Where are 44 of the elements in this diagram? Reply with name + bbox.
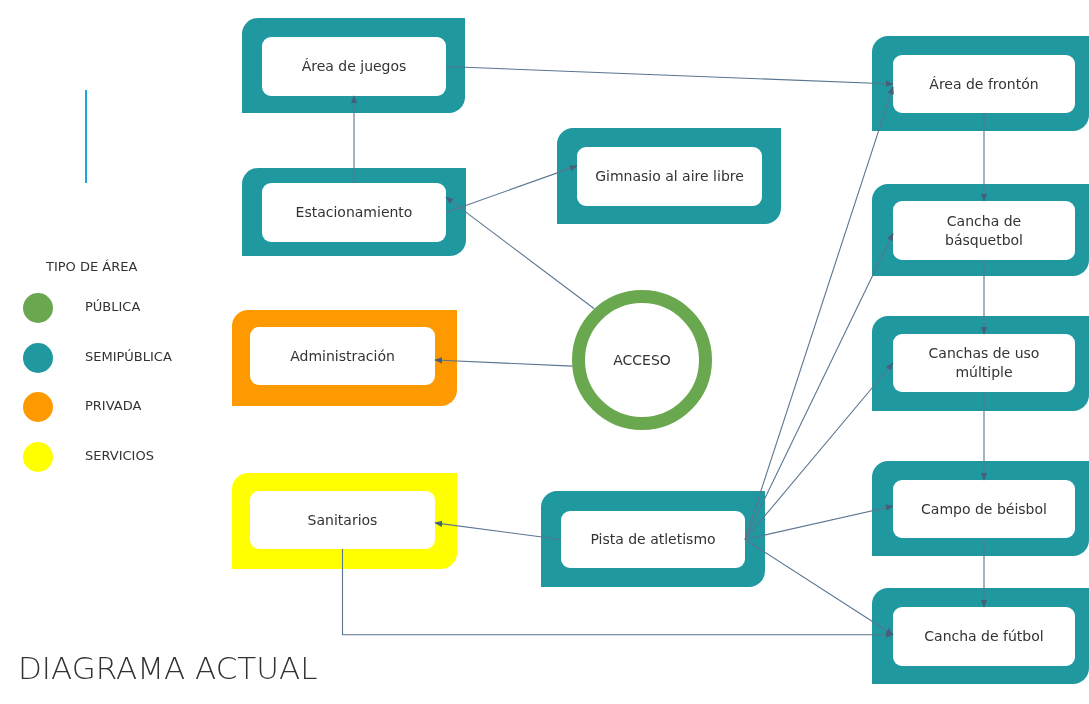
arrow (350, 95, 358, 184)
arrow (980, 391, 988, 481)
legend-label: SERVICIOS (85, 447, 154, 463)
area-box (262, 183, 446, 242)
arrow (445, 65, 894, 87)
arrow (744, 538, 894, 636)
legend-label: PÚBLICA (85, 299, 141, 314)
node-label: Sanitarios (307, 510, 378, 530)
arrow (980, 259, 988, 335)
area-box (577, 147, 762, 206)
node-label: Área de juegos (301, 57, 407, 76)
node-label: Pista de atletismo (590, 530, 716, 549)
area-box (893, 201, 1075, 260)
diagram-title: DIAGRAMA ACTUAL (18, 650, 318, 686)
node-label: Canchas de uso múltiple (927, 344, 1041, 382)
arrow (980, 112, 988, 202)
area-box (893, 480, 1075, 538)
arrow (445, 196, 595, 310)
area-box (893, 55, 1075, 113)
node-label: ACCESO (613, 350, 671, 370)
legend-title: TIPO DE ÁREA (46, 259, 138, 274)
legend-label: SEMIPÚBLICA (85, 348, 172, 364)
node-label: Campo de béisbol (921, 499, 1047, 519)
node-label: Área de frontón (929, 74, 1039, 94)
area-box (561, 511, 745, 568)
arrow (980, 537, 988, 608)
arrow (445, 165, 578, 214)
node-label: Cancha de básquetbol (944, 211, 1024, 250)
area-box (893, 334, 1075, 392)
arrow (341, 548, 894, 638)
area-box (250, 327, 435, 385)
node-label: Cancha de fútbol (924, 627, 1044, 646)
arrow (434, 357, 573, 367)
arrow (744, 504, 894, 541)
area-box (250, 491, 435, 549)
node-label: Gimnasio al aire libre (595, 167, 744, 186)
area-box (893, 607, 1075, 666)
legend-label: PRIVADA (85, 398, 142, 413)
arrow (434, 520, 562, 541)
arrow (744, 362, 894, 541)
arrow (744, 232, 894, 541)
node-label: Estacionamiento (295, 203, 413, 222)
node-label: Administración (290, 346, 395, 366)
area-box (262, 37, 446, 96)
